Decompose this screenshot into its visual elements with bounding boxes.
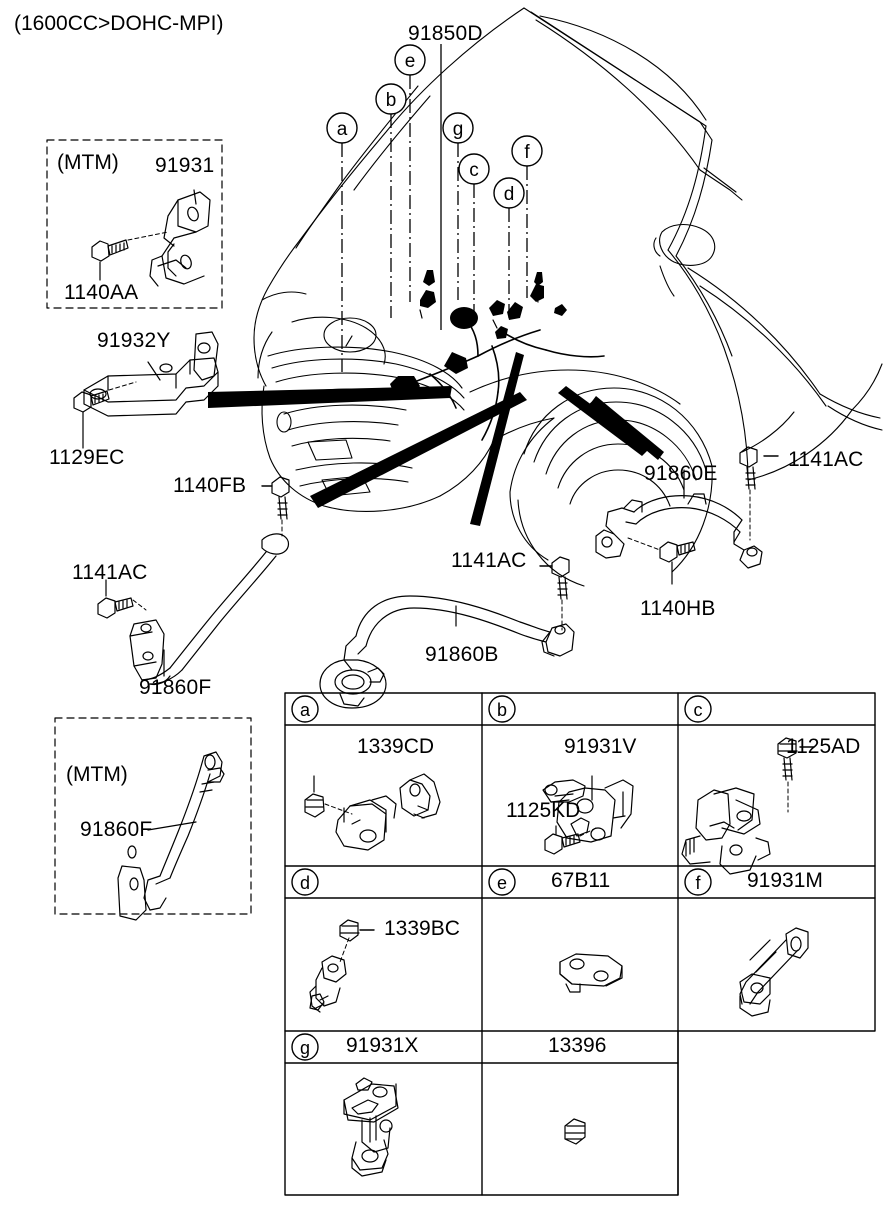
callout-label-b: b bbox=[386, 90, 397, 111]
label-91850d: 91850D bbox=[408, 22, 483, 45]
pointer-wedges bbox=[208, 352, 650, 526]
mtm-top-header: (MTM) bbox=[57, 151, 119, 174]
table-key-circle-g bbox=[291, 1033, 319, 1061]
label-1141ac-left: 1141AC bbox=[72, 561, 148, 584]
table-key-circle-c bbox=[684, 695, 712, 723]
table-key-circle-b bbox=[488, 695, 516, 723]
callout-circle-e[interactable] bbox=[394, 44, 426, 76]
label-1140hb: 1140HB bbox=[640, 597, 716, 620]
table-key-circle-e bbox=[488, 868, 516, 896]
label-91932y: 91932Y bbox=[97, 329, 171, 352]
label-1141ac-center: 1141AC bbox=[451, 549, 527, 572]
callout-label-e: e bbox=[405, 51, 416, 72]
table-key-circle-a bbox=[291, 695, 319, 723]
label-1129ec: 1129EC bbox=[49, 446, 125, 469]
table-cell-c-part-1125ad: 1125AD bbox=[786, 735, 861, 758]
label-1140fb: 1140FB bbox=[173, 474, 247, 497]
label-91860e: 91860E bbox=[644, 462, 718, 485]
table-cell-g-header-91931x: 91931X bbox=[346, 1034, 419, 1057]
svg-text:d: d bbox=[300, 873, 310, 893]
table-cell-b-part-1125kd: 1125KD bbox=[506, 799, 581, 822]
callout-label-a: a bbox=[337, 119, 348, 140]
mtm-bottom-header: (MTM) bbox=[66, 763, 128, 786]
callout-circle-a[interactable] bbox=[326, 112, 358, 144]
table-cell-f-header-91931m: 91931M bbox=[747, 869, 823, 892]
svg-text:c: c bbox=[694, 700, 703, 720]
label-91931: 91931 bbox=[155, 154, 215, 177]
table-key-circle-f bbox=[684, 868, 712, 896]
svg-text:g: g bbox=[300, 1038, 310, 1058]
label-1141ac-right: 1141AC bbox=[788, 448, 864, 471]
callout-circle-b[interactable] bbox=[375, 83, 407, 115]
callout-label-f: f bbox=[524, 142, 530, 163]
svg-text:f: f bbox=[695, 873, 701, 893]
callout-label-c: c bbox=[469, 160, 479, 181]
label-91860b: 91860B bbox=[425, 643, 499, 666]
table-cell-b-part-91931v: 91931V bbox=[564, 735, 637, 758]
callout-label-g: g bbox=[453, 119, 464, 140]
svg-text:e: e bbox=[497, 873, 507, 893]
callout-circle-g[interactable] bbox=[442, 112, 474, 144]
label-91860f: 91860F bbox=[139, 676, 212, 699]
callout-circle-f[interactable] bbox=[511, 135, 543, 167]
table-cell-e-header-67b11: 67B11 bbox=[551, 869, 611, 892]
table-cell-a-part-1339cd: 1339CD bbox=[357, 735, 435, 758]
callout-circle-c[interactable] bbox=[458, 153, 490, 185]
callout-circle-d[interactable] bbox=[493, 177, 525, 209]
page-title: (1600CC>DOHC-MPI) bbox=[14, 12, 224, 35]
svg-text:b: b bbox=[497, 700, 507, 720]
table-cell-header-13396: 13396 bbox=[548, 1034, 607, 1057]
table-cell-d-part-1339bc: 1339BC bbox=[384, 917, 460, 940]
table-key-circle-d bbox=[291, 868, 319, 896]
svg-text:a: a bbox=[300, 700, 311, 720]
callout-label-d: d bbox=[504, 184, 515, 205]
label-1140aa: 1140AA bbox=[64, 281, 139, 304]
label-91860f-mtm: 91860F bbox=[80, 818, 153, 841]
